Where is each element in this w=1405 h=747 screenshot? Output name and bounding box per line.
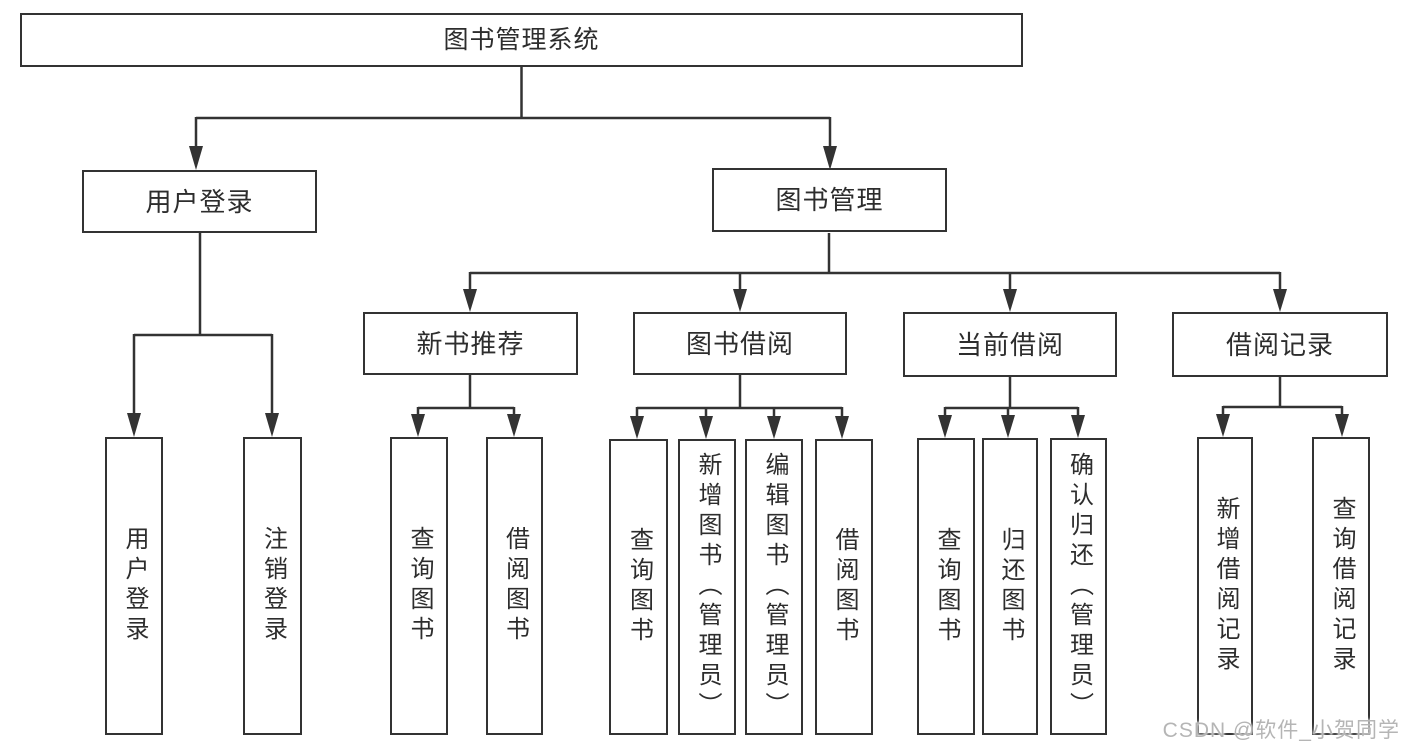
leaf-borrow-books: 借阅图书 <box>815 439 873 735</box>
leaf-logout-label: 注销登录 <box>259 526 287 646</box>
leaf-return-books: 归还图书 <box>982 438 1038 735</box>
leaf-confirm-return-admin-label: 确认归还（管理员） <box>1065 451 1093 722</box>
node-new-book-recommendation: 新书推荐 <box>363 312 578 375</box>
leaf-borrow-books-recommend-label: 借阅图书 <box>501 526 529 646</box>
leaf-user-login: 用户登录 <box>105 437 163 735</box>
node-book-management-module: 图书管理 <box>712 168 947 232</box>
leaf-borrow-books-recommend: 借阅图书 <box>486 437 543 735</box>
leaf-query-books-current: 查询图书 <box>917 438 975 735</box>
leaf-add-borrow-record-label: 新增借阅记录 <box>1212 496 1239 676</box>
leaf-return-books-label: 归还图书 <box>997 526 1024 647</box>
leaf-add-books-admin-label: 新增图书（管理员） <box>694 452 721 722</box>
node-borrowing-records: 借阅记录 <box>1172 312 1388 377</box>
leaf-query-books-recommend-label: 查询图书 <box>406 526 433 646</box>
leaf-query-borrow-record: 查询借阅记录 <box>1312 437 1370 735</box>
leaf-edit-books-admin: 编辑图书（管理员） <box>745 439 803 735</box>
leaf-query-books-borrow: 查询图书 <box>609 439 668 735</box>
node-library-management-system: 图书管理系统 <box>20 13 1023 67</box>
leaf-edit-books-admin-label: 编辑图书（管理员） <box>761 452 788 722</box>
leaf-add-borrow-record: 新增借阅记录 <box>1197 437 1253 735</box>
leaf-query-books-current-label: 查询图书 <box>933 526 960 647</box>
leaf-add-books-admin: 新增图书（管理员） <box>678 439 736 735</box>
leaf-query-books-recommend: 查询图书 <box>390 437 448 735</box>
leaf-user-login-label: 用户登录 <box>121 526 148 646</box>
leaf-borrow-books-label: 借阅图书 <box>831 527 858 647</box>
csdn-watermark: CSDN @软件_小贺同学 <box>1162 719 1400 742</box>
node-book-borrowing: 图书借阅 <box>633 312 847 375</box>
node-user-login-module: 用户登录 <box>82 170 317 233</box>
leaf-query-books-borrow-label: 查询图书 <box>625 527 653 647</box>
leaf-confirm-return-admin: 确认归还（管理员） <box>1050 438 1107 735</box>
leaf-logout: 注销登录 <box>243 437 302 735</box>
node-current-borrowing: 当前借阅 <box>903 312 1117 377</box>
leaf-query-borrow-record-label: 查询借阅记录 <box>1328 496 1355 676</box>
